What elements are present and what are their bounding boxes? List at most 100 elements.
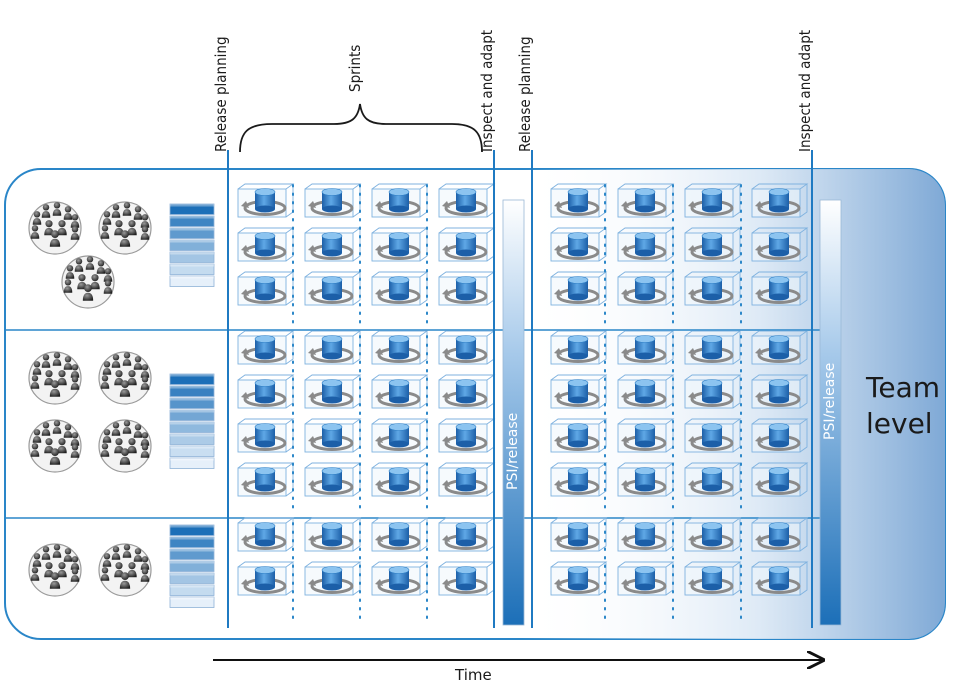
story-cylinder-icon (617, 561, 675, 596)
story-cylinder-icon (237, 271, 295, 306)
team-group-icon (98, 201, 152, 255)
story-cylinder-icon (550, 418, 608, 453)
team-level-line1: Team (866, 371, 941, 404)
backlog-stack-icon (169, 373, 215, 469)
story-cylinder-icon (550, 227, 608, 262)
team-group-icon (61, 255, 115, 309)
story-cylinder-icon (684, 271, 742, 306)
sprints-brace (239, 103, 483, 153)
story-cylinder-icon (304, 418, 362, 453)
diagram-content (28, 183, 809, 621)
story-cylinder-icon (371, 183, 429, 218)
psi-release-bar (502, 199, 525, 626)
story-cylinder-icon (438, 517, 496, 552)
team-group-icon (28, 543, 82, 597)
story-cylinder-icon (304, 374, 362, 409)
story-cylinder-icon (371, 462, 429, 497)
story-cylinder-icon (237, 183, 295, 218)
story-cylinder-icon (684, 418, 742, 453)
story-cylinder-icon (438, 418, 496, 453)
release-planning-label: Release planning (212, 36, 230, 152)
story-cylinder-icon (371, 227, 429, 262)
story-cylinder-icon (371, 374, 429, 409)
release-planning-label: Release planning (516, 36, 534, 152)
story-cylinder-icon (237, 330, 295, 365)
story-cylinder-icon (237, 561, 295, 596)
inspect-adapt-label: Inspect and adapt (796, 29, 814, 152)
story-cylinder-icon (304, 271, 362, 306)
story-cylinder-icon (751, 418, 809, 453)
story-cylinder-icon (304, 517, 362, 552)
team-group-icon (98, 351, 152, 405)
psi-release-label: PSI/release (822, 362, 838, 440)
story-cylinder-icon (684, 227, 742, 262)
team-level-line2: level (866, 407, 933, 440)
story-cylinder-icon (617, 517, 675, 552)
story-cylinder-icon (237, 374, 295, 409)
sprints-label: Sprints (346, 44, 364, 92)
story-cylinder-icon (751, 271, 809, 306)
story-cylinder-icon (438, 271, 496, 306)
story-cylinder-icon (237, 462, 295, 497)
story-cylinder-icon (237, 517, 295, 552)
story-cylinder-icon (617, 183, 675, 218)
story-cylinder-icon (550, 183, 608, 218)
story-cylinder-icon (438, 374, 496, 409)
story-cylinder-icon (304, 462, 362, 497)
story-cylinder-icon (617, 462, 675, 497)
backlog-stack-icon (169, 203, 215, 287)
story-cylinder-icon (684, 517, 742, 552)
story-cylinder-icon (617, 330, 675, 365)
team-group-icon (98, 419, 152, 473)
story-cylinder-icon (438, 330, 496, 365)
story-cylinder-icon (751, 462, 809, 497)
story-cylinder-icon (684, 330, 742, 365)
story-cylinder-icon (617, 227, 675, 262)
story-cylinder-icon (550, 561, 608, 596)
story-cylinder-icon (371, 418, 429, 453)
psi-release-bar (819, 199, 842, 626)
story-cylinder-icon (371, 517, 429, 552)
story-cylinder-icon (438, 462, 496, 497)
story-cylinder-icon (684, 183, 742, 218)
story-cylinder-icon (617, 374, 675, 409)
story-cylinder-icon (684, 374, 742, 409)
story-cylinder-icon (304, 183, 362, 218)
story-cylinder-icon (550, 517, 608, 552)
story-cylinder-icon (371, 330, 429, 365)
psi-release-label: PSI/release (505, 412, 521, 490)
team-group-icon (28, 351, 82, 405)
story-cylinder-icon (751, 330, 809, 365)
team-level-title: Team level (866, 370, 940, 442)
story-cylinder-icon (438, 561, 496, 596)
story-cylinder-icon (684, 462, 742, 497)
story-cylinder-icon (237, 227, 295, 262)
story-cylinder-icon (371, 561, 429, 596)
team-group-icon (28, 419, 82, 473)
story-cylinder-icon (550, 462, 608, 497)
backlog-stack-icon (169, 524, 215, 608)
story-cylinder-icon (304, 561, 362, 596)
story-cylinder-icon (684, 561, 742, 596)
story-cylinder-icon (371, 271, 429, 306)
team-group-icon (98, 543, 152, 597)
story-cylinder-icon (751, 183, 809, 218)
story-cylinder-icon (304, 330, 362, 365)
story-cylinder-icon (617, 271, 675, 306)
story-cylinder-icon (751, 561, 809, 596)
time-label: Time (455, 666, 492, 684)
story-cylinder-icon (550, 330, 608, 365)
story-cylinder-icon (304, 227, 362, 262)
story-cylinder-icon (550, 374, 608, 409)
story-cylinder-icon (550, 271, 608, 306)
story-cylinder-icon (751, 227, 809, 262)
story-cylinder-icon (617, 418, 675, 453)
inspect-adapt-label: Inspect and adapt (478, 29, 496, 152)
story-cylinder-icon (438, 227, 496, 262)
story-cylinder-icon (237, 418, 295, 453)
story-cylinder-icon (438, 183, 496, 218)
story-cylinder-icon (751, 374, 809, 409)
story-cylinder-icon (751, 517, 809, 552)
